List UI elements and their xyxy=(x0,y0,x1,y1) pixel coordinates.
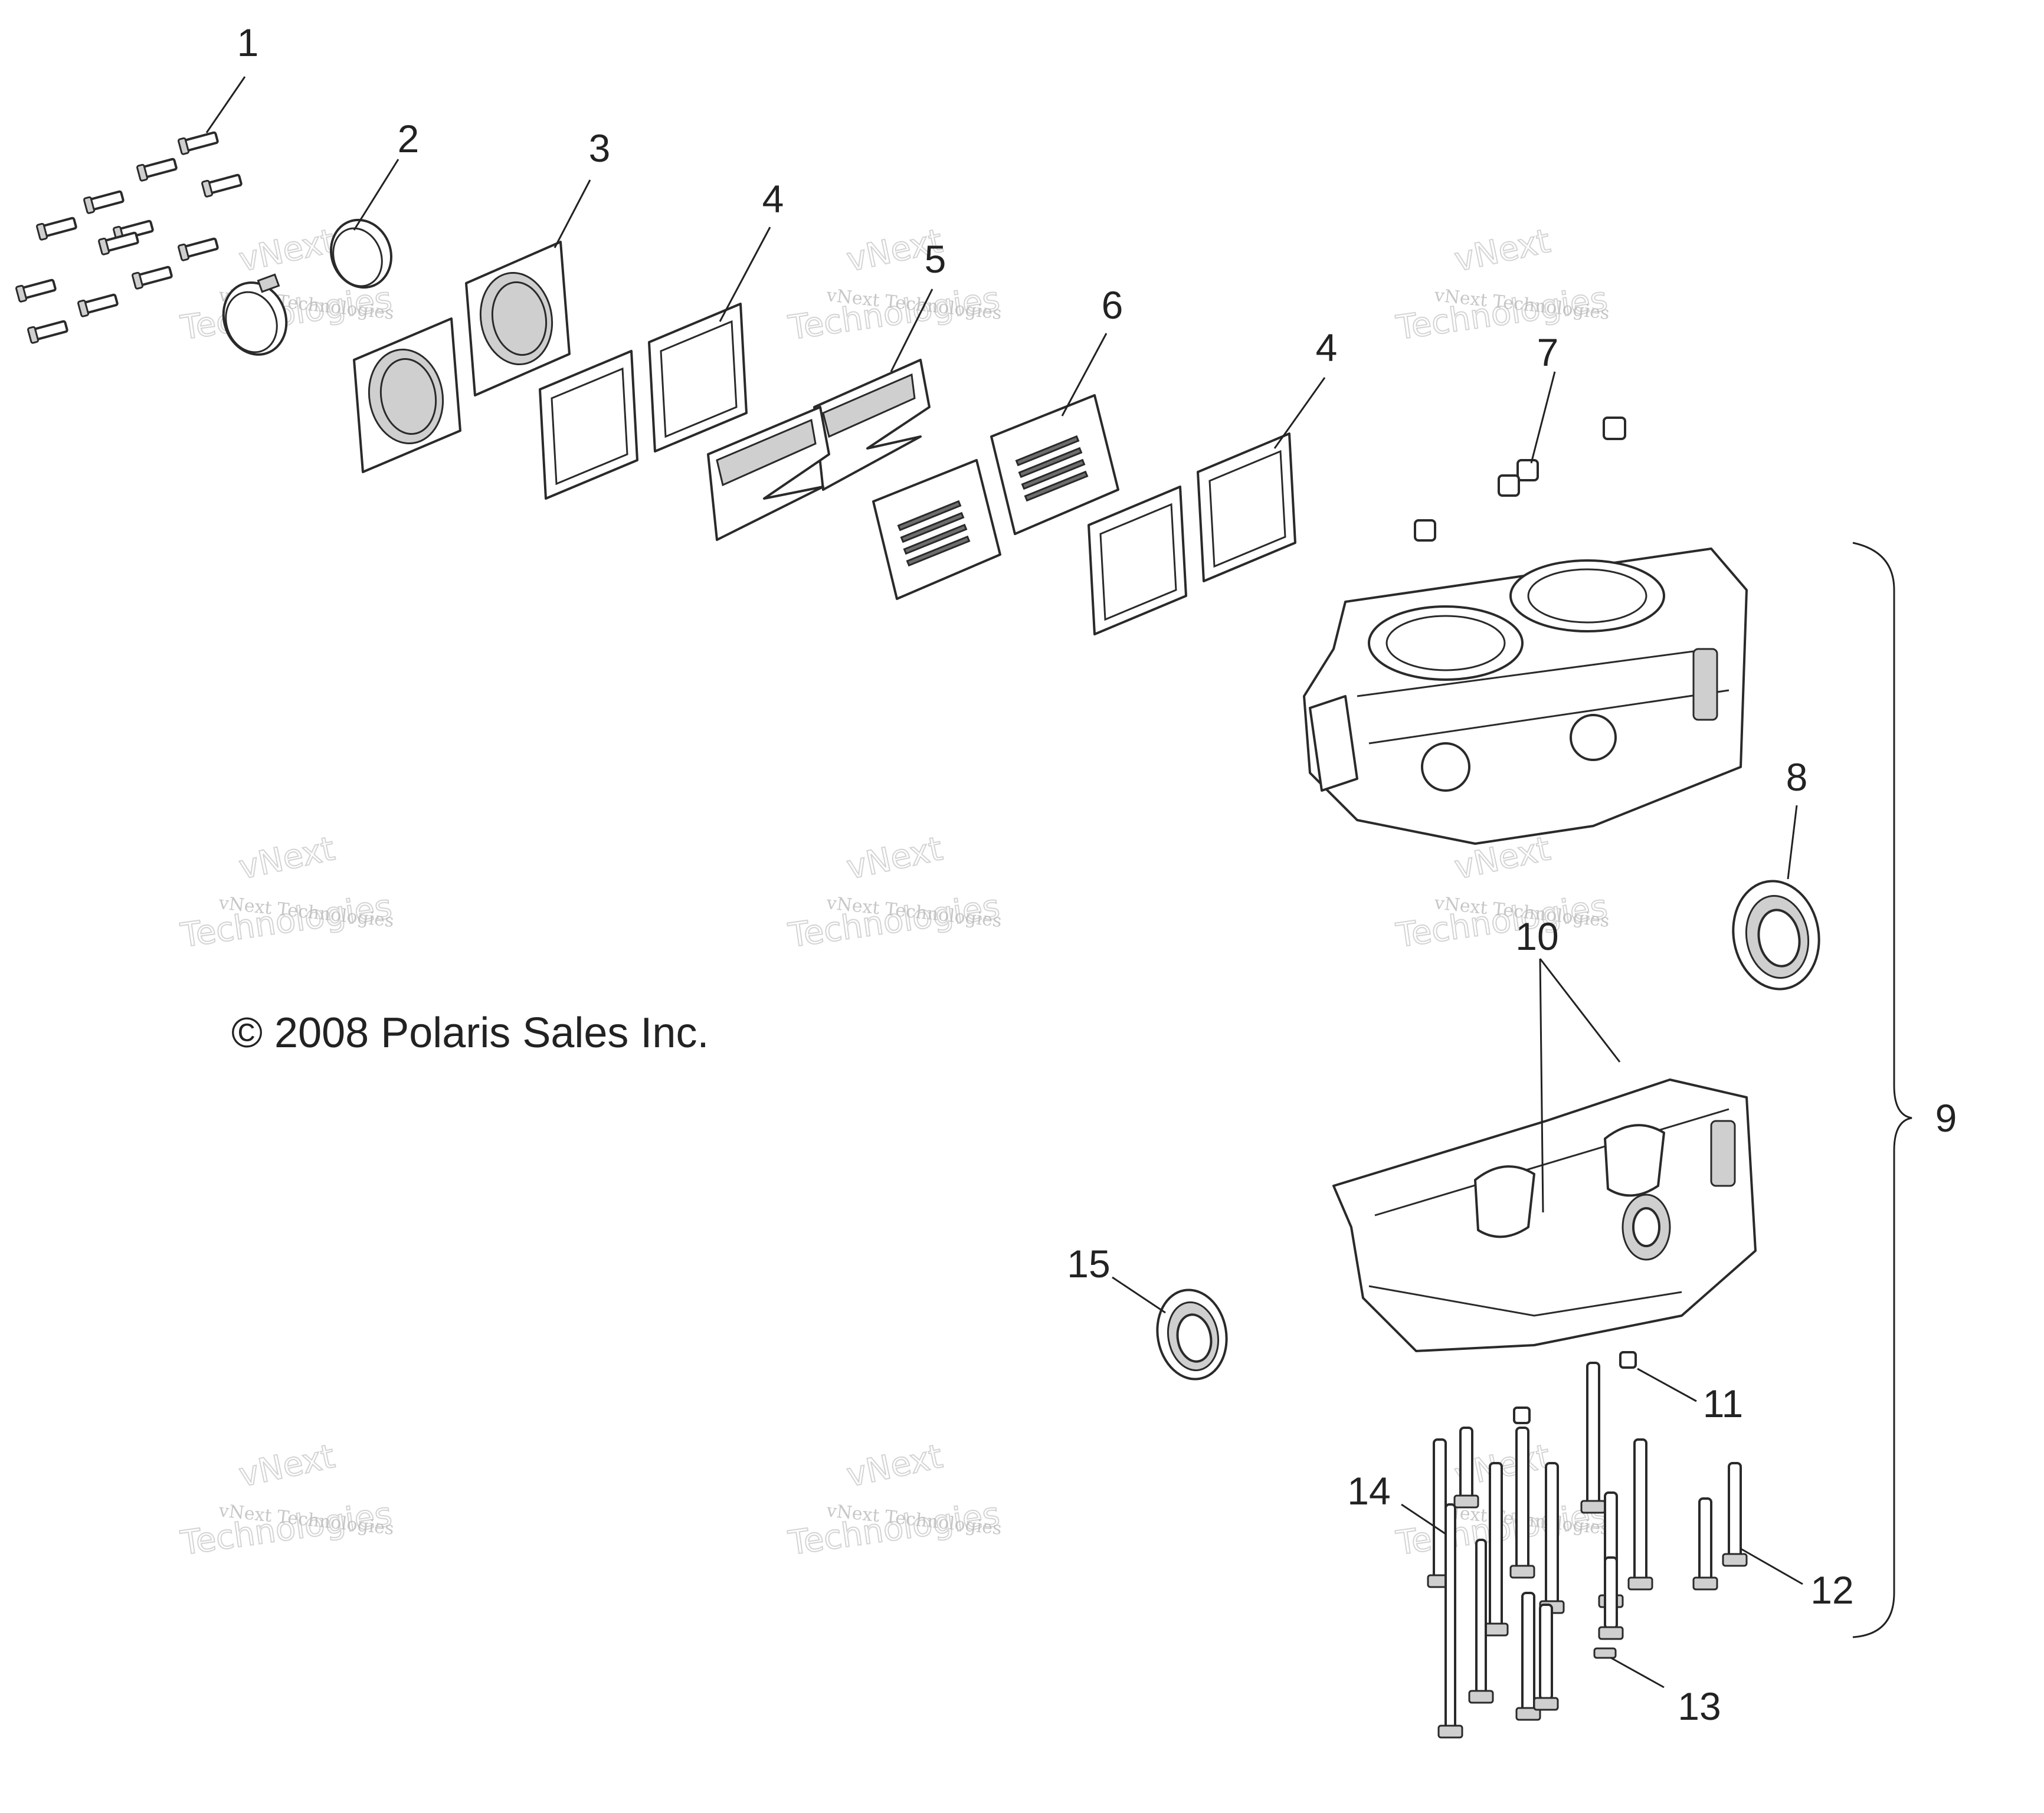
watermark: vNext vNext Technologies Technologies xyxy=(178,829,395,956)
dowel-pin-part-11 xyxy=(1513,1351,1637,1424)
watermark: vNext vNext Technologies Technologies xyxy=(785,221,1003,348)
upper-crankcase xyxy=(1303,547,1748,845)
svg-text:vNext: vNext xyxy=(843,1437,946,1495)
callout-13: 13 xyxy=(1678,1684,1721,1728)
seal-part-15 xyxy=(1156,1289,1228,1381)
callout-labels: 1 2 3 4 5 6 4 7 8 9 10 11 12 13 14 15 xyxy=(237,21,1957,1728)
lower-crankcase xyxy=(1332,1078,1757,1352)
clamp-part-2 xyxy=(222,218,393,356)
callout-1: 1 xyxy=(237,21,259,64)
watermark: vNext vNext Technologies Technologies xyxy=(785,829,1003,956)
svg-text:Technologies: Technologies xyxy=(1394,280,1610,347)
callout-11: 11 xyxy=(1703,1382,1744,1425)
watermark: vNext vNext Technologies Technologies xyxy=(1393,829,1610,956)
svg-text:vNext: vNext xyxy=(235,830,338,887)
callout-9: 9 xyxy=(1935,1096,1957,1140)
svg-text:Technologies: Technologies xyxy=(786,280,1002,347)
assembly-bracket-part-9 xyxy=(1852,542,1912,1638)
reed-cage-part-5 xyxy=(707,359,931,541)
watermark: vNext vNext Technologies Technologies xyxy=(785,1437,1003,1563)
intake-adapter-part-3 xyxy=(353,241,571,473)
dowel-pin-part-7 xyxy=(1414,417,1626,542)
callout-3: 3 xyxy=(589,126,611,170)
callout-4-lower: 4 xyxy=(1316,326,1338,369)
watermark-line1: vNext xyxy=(235,222,338,280)
copyright-notice: © 2008 Polaris Sales Inc. xyxy=(231,1009,709,1057)
svg-text:vNext: vNext xyxy=(235,1437,338,1495)
callout-10: 10 xyxy=(1515,914,1558,958)
callout-5: 5 xyxy=(925,237,946,281)
svg-text:vNext: vNext xyxy=(843,830,946,887)
reed-valve-part-6 xyxy=(872,394,1119,600)
callout-4-upper: 4 xyxy=(762,177,784,221)
callout-12: 12 xyxy=(1810,1568,1853,1612)
svg-text:vNext: vNext xyxy=(1451,222,1554,280)
callout-2: 2 xyxy=(398,117,420,160)
watermark: vNext vNext Technologies Technologies xyxy=(178,1437,395,1563)
callout-15: 15 xyxy=(1067,1242,1110,1286)
leader-lines xyxy=(205,76,1803,1689)
gasket-part-4-lower xyxy=(1087,432,1296,635)
gasket-part-4-upper xyxy=(539,303,748,500)
seal-part-8 xyxy=(1732,880,1820,991)
svg-text:Technologies: Technologies xyxy=(178,1495,394,1563)
svg-text:Technologies: Technologies xyxy=(786,887,1002,955)
watermark: vNext vNext Technologies Technologies xyxy=(1393,221,1610,348)
callout-8: 8 xyxy=(1786,755,1808,799)
callout-7: 7 xyxy=(1537,330,1559,374)
svg-text:Technologies: Technologies xyxy=(786,1495,1002,1563)
bolt-group-part-1 xyxy=(15,131,243,344)
callout-6: 6 xyxy=(1102,283,1123,327)
crankcase-bolts-parts-12-13-14 xyxy=(1427,1362,1748,1739)
svg-text:Technologies: Technologies xyxy=(178,887,394,955)
callout-14: 14 xyxy=(1347,1469,1390,1513)
svg-text:Technologies: Technologies xyxy=(1394,887,1610,955)
